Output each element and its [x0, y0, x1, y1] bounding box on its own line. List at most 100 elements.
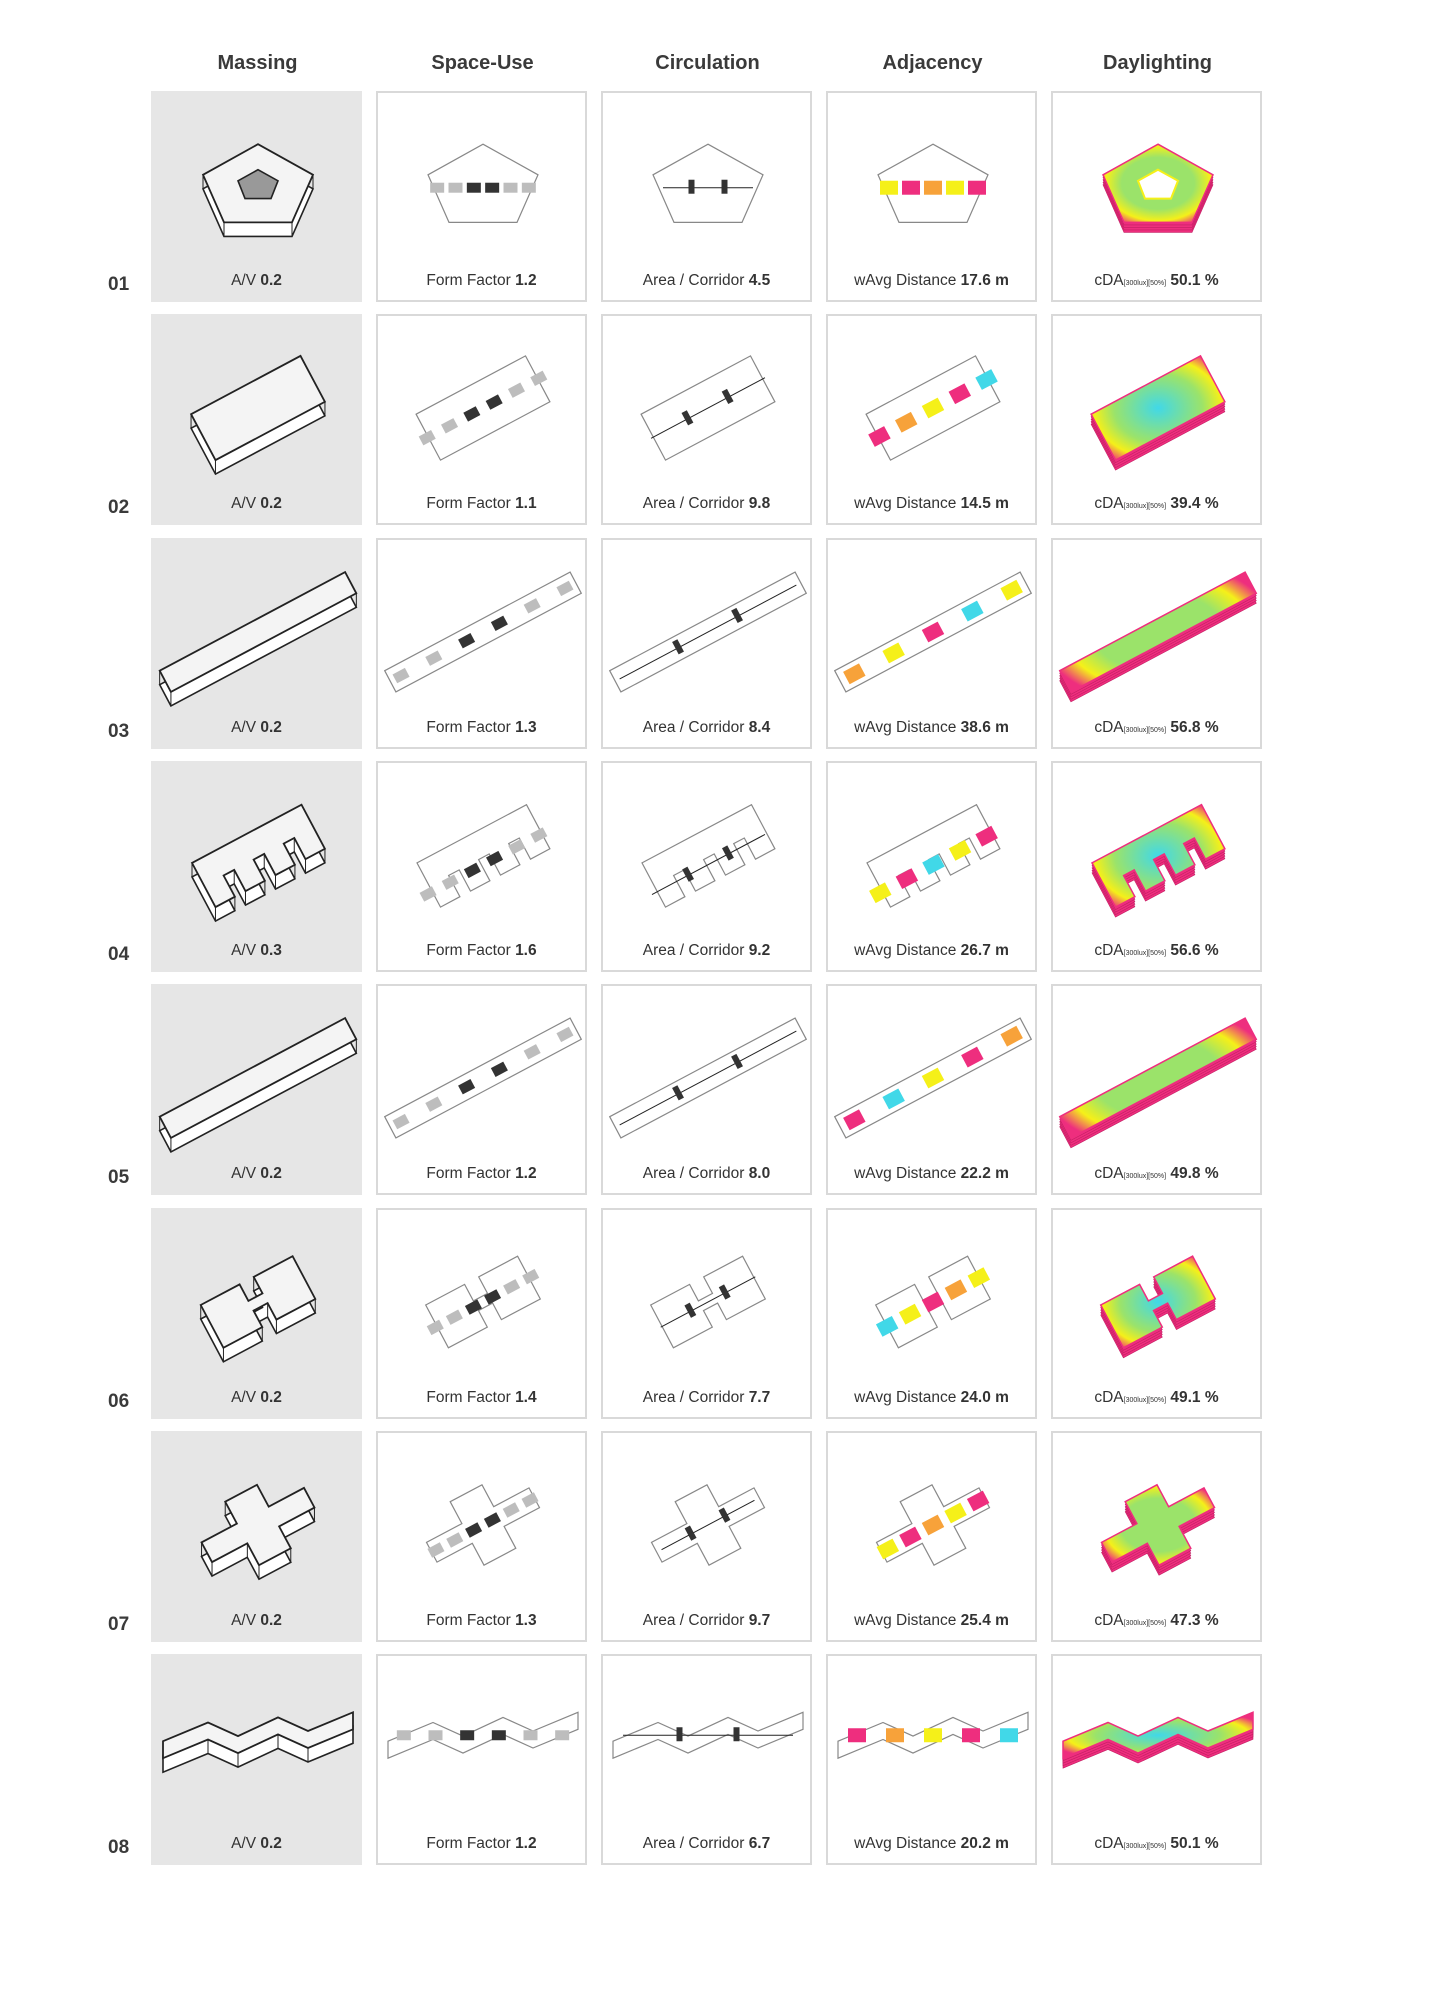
- adjacency-zone: [894, 411, 918, 433]
- daylighting-cell: cDA[300lux][50%] 47.3 %: [1051, 1431, 1262, 1642]
- room-block: [522, 1268, 540, 1285]
- daylighting-metric: cDA[300lux][50%] 47.3 %: [1053, 1612, 1260, 1630]
- metric-value: 0.2: [260, 719, 282, 736]
- corridor-line: [660, 1276, 756, 1328]
- adjacency-zone: [899, 1526, 922, 1548]
- metric-value: 39.4 %: [1170, 495, 1219, 512]
- metric-label: A/V: [231, 1835, 261, 1852]
- massing-roof: [190, 803, 327, 909]
- massing-courtyard: [236, 168, 280, 200]
- adjacency-zone: [1000, 1025, 1023, 1047]
- massing-metric: A/V 0.2: [153, 495, 360, 513]
- metric-subscript: [300lux][50%]: [1123, 950, 1167, 957]
- adjacency-diagram: [874, 1255, 992, 1349]
- massing-metric: A/V 0.3: [153, 942, 360, 960]
- metric-label: wAvg Distance: [854, 942, 961, 959]
- row-number: 08: [108, 1837, 130, 1858]
- space-use-cell: Form Factor 1.3: [376, 1431, 587, 1642]
- room-block: [521, 182, 536, 193]
- room-block: [445, 1309, 463, 1325]
- massing-cell: A/V 0.2: [151, 1654, 362, 1865]
- adjacency-zone: [898, 1303, 922, 1325]
- adjacency-zone: [921, 1067, 945, 1089]
- adjacency-cell: wAvg Distance 14.5 m: [826, 314, 1037, 525]
- space-use-cell: Form Factor 1.6: [376, 761, 587, 972]
- room-block: [392, 1113, 410, 1130]
- room-block: [425, 650, 443, 666]
- metric-label: Form Factor: [426, 1389, 516, 1406]
- metric-value: 4.5: [748, 272, 771, 289]
- daylighting-cell: cDA[300lux][50%] 49.1 %: [1051, 1208, 1262, 1419]
- adjacency-diagram: [866, 803, 1001, 908]
- row-number: 06: [108, 1391, 130, 1412]
- metric-label: Form Factor: [426, 1165, 516, 1182]
- room-block: [430, 182, 445, 193]
- room-block: [507, 382, 526, 398]
- room-block: [446, 1532, 464, 1548]
- stair-core: [681, 410, 694, 426]
- massing-diagram: [190, 803, 327, 923]
- metric-value: 49.1 %: [1170, 1389, 1219, 1406]
- metric-value: 14.5 m: [960, 495, 1009, 512]
- metric-value: 47.3 %: [1170, 1612, 1219, 1629]
- room-block: [503, 182, 518, 193]
- plan-outline: [427, 143, 539, 223]
- daylighting-cell: cDA[300lux][50%] 56.6 %: [1051, 761, 1262, 972]
- space-use-metric: Form Factor 1.3: [378, 719, 585, 737]
- room-block: [440, 418, 459, 434]
- circulation-cell: Area / Corridor 9.2: [601, 761, 812, 972]
- room-block: [502, 1502, 520, 1518]
- massing-diagram: [158, 570, 358, 707]
- daylighting-cell: cDA[300lux][50%] 39.4 %: [1051, 314, 1262, 525]
- space-use-metric: Form Factor 1.2: [378, 1165, 585, 1183]
- daylight-surface: [1090, 354, 1226, 462]
- metric-label: cDA: [1094, 942, 1124, 959]
- adjacency-metric: wAvg Distance 25.4 m: [828, 1612, 1035, 1630]
- metric-value: 17.6 m: [960, 272, 1009, 289]
- adjacency-zone: [876, 1538, 900, 1560]
- adjacency-zone: [1000, 579, 1023, 601]
- core-block: [483, 1512, 501, 1528]
- massing-metric: A/V 0.2: [153, 1612, 360, 1630]
- metric-value: 0.2: [260, 495, 282, 512]
- space-use-metric: Form Factor 1.1: [378, 495, 585, 513]
- core-block: [485, 394, 503, 410]
- metric-label: Form Factor: [426, 719, 516, 736]
- massing-diagram: [189, 354, 327, 476]
- metric-value: 1.4: [515, 1389, 537, 1406]
- circulation-metric: Area / Corridor 6.7: [603, 1835, 810, 1853]
- adjacency-zone: [924, 180, 942, 195]
- circulation-diagram: [612, 1711, 804, 1760]
- adjacency-zone: [948, 383, 972, 405]
- circulation-cell: Area / Corridor 9.8: [601, 314, 812, 525]
- metric-label: Area / Corridor: [642, 1612, 749, 1629]
- metric-label: wAvg Distance: [854, 272, 961, 289]
- space-use-diagram: [383, 571, 583, 693]
- metric-value: 6.7: [748, 1835, 771, 1852]
- metric-label: A/V: [231, 1165, 261, 1182]
- adjacency-zone: [848, 1728, 866, 1743]
- adjacency-zone: [895, 868, 919, 890]
- stair-core: [731, 1053, 743, 1070]
- metric-value: 22.2 m: [960, 1165, 1009, 1182]
- room-block: [418, 429, 436, 446]
- massing-cell: A/V 0.2: [151, 984, 362, 1195]
- metric-label: A/V: [231, 1389, 261, 1406]
- metric-label: Area / Corridor: [642, 495, 749, 512]
- adjacency-zone: [902, 180, 920, 195]
- room-block: [556, 1026, 574, 1043]
- metric-label: Form Factor: [426, 942, 516, 959]
- adjacency-metric: wAvg Distance 20.2 m: [828, 1835, 1035, 1853]
- circulation-metric: Area / Corridor 9.8: [603, 495, 810, 513]
- adjacency-zone: [921, 1514, 945, 1536]
- daylighting-diagram: [1102, 143, 1214, 233]
- adjacency-cell: wAvg Distance 24.0 m: [826, 1208, 1037, 1419]
- plan-outline: [641, 803, 776, 908]
- adjacency-metric: wAvg Distance 22.2 m: [828, 1165, 1035, 1183]
- metric-label: Form Factor: [426, 1835, 516, 1852]
- space-use-cell: Form Factor 1.2: [376, 91, 587, 302]
- plan-outline: [416, 803, 551, 908]
- adjacency-zone: [1000, 1728, 1018, 1743]
- stair-core: [721, 179, 728, 194]
- space-use-cell: Form Factor 1.3: [376, 538, 587, 749]
